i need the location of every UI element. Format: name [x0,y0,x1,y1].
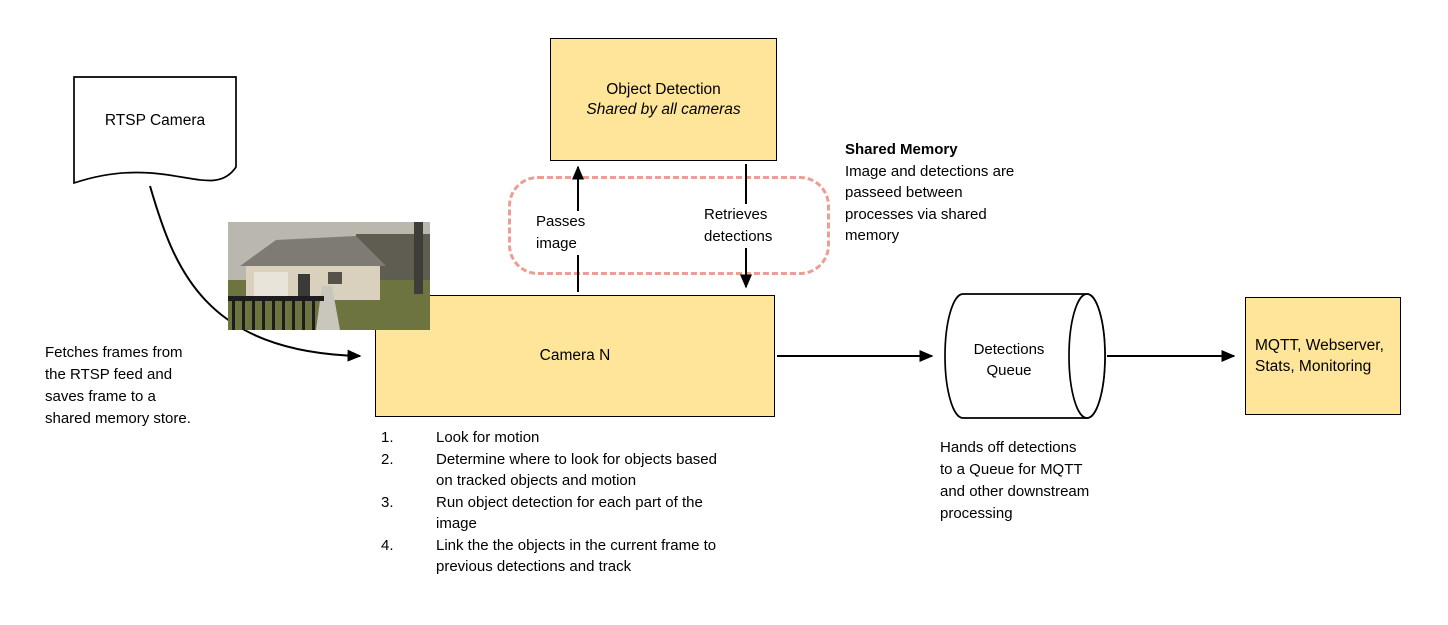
camera-n-node: Camera N [375,295,775,417]
object-detection-title: Object Detection [606,80,721,98]
object-detection-node: Object Detection Shared by all cameras [550,38,777,161]
camera-step-2: Determine where to look for objects base… [381,449,781,492]
camera-step-text: Determine where to look for objects base… [436,450,717,490]
detections-queue-note: Hands off detections to a Queue for MQTT… [940,439,1090,522]
camera-step-4: Link the the objects in the current fram… [381,535,781,578]
rtsp-camera-shape [73,76,237,185]
rtsp-camera-label: RTSP Camera [104,112,206,129]
fetch-frames-note: Fetches frames from the RTSP feed and sa… [45,344,191,427]
detections-queue-cylinder-cap [1068,293,1106,419]
camera-step-text: Run object detection for each part of th… [436,493,703,533]
retrieves-detections-label: Retrieves detections [702,204,775,248]
shared-memory-region [508,176,830,275]
shared-memory-note-body: Image and detections are passeed between… [845,162,1015,245]
shared-memory-note-title: Shared Memory [845,141,958,158]
snapshot-roof [240,236,386,266]
snapshot-garage-door [254,272,288,298]
camera-step-1: Look for motion [381,427,781,449]
snapshot-fence [228,296,324,330]
snapshot-window [328,272,342,284]
object-detection-subtitle: Shared by all cameras [586,100,741,118]
camera-steps-list: Look for motion Determine where to look … [381,427,781,578]
snapshot-porch-post [414,222,423,294]
passes-image-label: Passes image [534,211,588,255]
shared-memory-note: Shared Memory Image and detections are p… [845,139,1023,247]
mqtt-label: MQTT, Webserver, Stats, Monitoring [1255,337,1384,375]
detections-queue-label: Detections Queue [973,341,1045,379]
snapshot-door [298,274,310,298]
mqtt-node: MQTT, Webserver, Stats, Monitoring [1245,297,1401,415]
camera-n-label: Camera N [539,347,611,364]
camera-step-text: Look for motion [436,429,540,446]
camera-step-3: Run object detection for each part of th… [381,492,781,535]
camera-step-text: Link the the objects in the current fram… [436,536,717,576]
camera-snapshot-image [228,222,430,330]
